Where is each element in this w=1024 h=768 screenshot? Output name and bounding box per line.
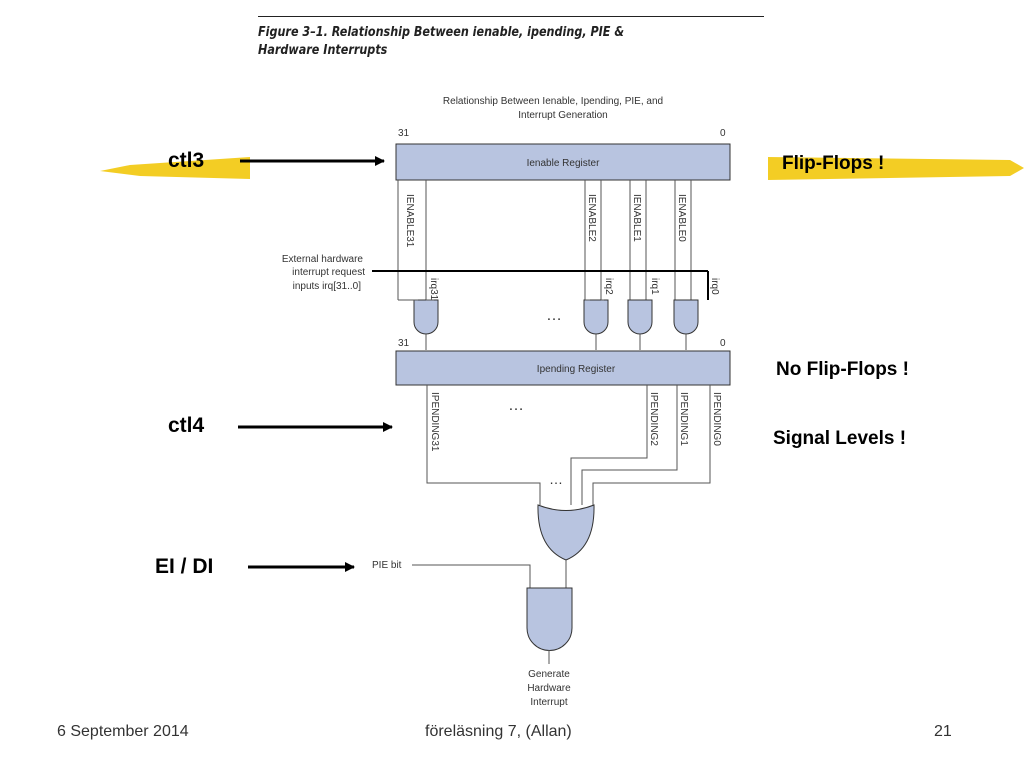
external-label-line2: interrupt request — [292, 267, 365, 278]
or-input-ellipsis: … — [549, 471, 563, 487]
output-label-line2: Hardware — [527, 683, 571, 694]
ipending0-label: IPENDING0 — [711, 392, 722, 446]
diagram-title-line2: Interrupt Generation — [518, 110, 608, 121]
and-gate-31 — [413, 299, 439, 335]
and-gate-2 — [583, 299, 609, 335]
diagram-title-line1: Relationship Between Ienable, Ipending, … — [443, 96, 663, 107]
flip-flops-highlight — [768, 157, 1024, 180]
ei-di-label: EI / DI — [155, 555, 214, 578]
or-gate — [537, 504, 595, 561]
ipending-lines — [426, 385, 711, 505]
ctl3-highlight — [100, 157, 250, 179]
flip-flops-note: Flip-Flops ! — [782, 153, 885, 174]
ipending-register-label: Ipending Register — [537, 364, 616, 375]
output-label-line3: Interrupt — [530, 697, 567, 708]
irq2-label: irq2 — [603, 278, 614, 295]
ienable1-label: IENABLE1 — [631, 194, 642, 242]
ctl4-label: ctl4 — [168, 414, 205, 437]
external-label-line3: inputs irq[31..0] — [293, 281, 362, 292]
ipending2-label: IPENDING2 — [648, 392, 659, 446]
ienable2-label: IENABLE2 — [586, 194, 597, 242]
irq1-label: irq1 — [649, 278, 660, 295]
and-gates-row — [413, 299, 699, 335]
footer-lecture: föreläsning 7, (Allan) — [425, 723, 572, 740]
ienable0-label: IENABLE0 — [676, 194, 687, 242]
and-gate-0 — [673, 299, 699, 335]
pie-bit-label: PIE bit — [372, 560, 402, 571]
external-label-line1: External hardware — [282, 254, 364, 265]
no-flip-flops-note: No Flip-Flops ! — [776, 359, 909, 380]
final-and-gate — [526, 587, 573, 651]
figure-caption: Figure 3–1. Relationship Between ienable… — [258, 25, 625, 58]
ienable31-label: IENABLE31 — [404, 194, 415, 248]
ipending1-label: IPENDING1 — [678, 392, 689, 446]
irq31-label: irq31 — [428, 278, 439, 301]
output-label-line1: Generate — [528, 669, 570, 680]
ienable-bit0: 0 — [720, 128, 726, 139]
footer-date: 6 September 2014 — [57, 723, 189, 740]
footer-page-number: 21 — [934, 723, 952, 740]
ctl3-label: ctl3 — [168, 149, 205, 172]
ienable-register-label: Ienable Register — [527, 158, 600, 169]
ipending-bit0: 0 — [720, 338, 726, 349]
and-gate-1 — [627, 299, 653, 335]
ipending-ellipsis: … — [508, 397, 524, 414]
ienable-lines — [397, 180, 692, 300]
ipending-register — [395, 350, 731, 386]
ienable-register — [395, 143, 731, 181]
irq0-label: irq0 — [709, 278, 720, 295]
ienable-bit31: 31 — [398, 128, 410, 139]
figure-top-rule — [258, 16, 764, 17]
ipending31-label: IPENDING31 — [429, 392, 440, 452]
ipending-bit31: 31 — [398, 338, 410, 349]
and-gate-outputs — [425, 334, 687, 350]
and-row-ellipsis: … — [546, 307, 562, 324]
pie-bit-line — [412, 564, 531, 588]
signal-levels-note: Signal Levels ! — [773, 428, 907, 449]
